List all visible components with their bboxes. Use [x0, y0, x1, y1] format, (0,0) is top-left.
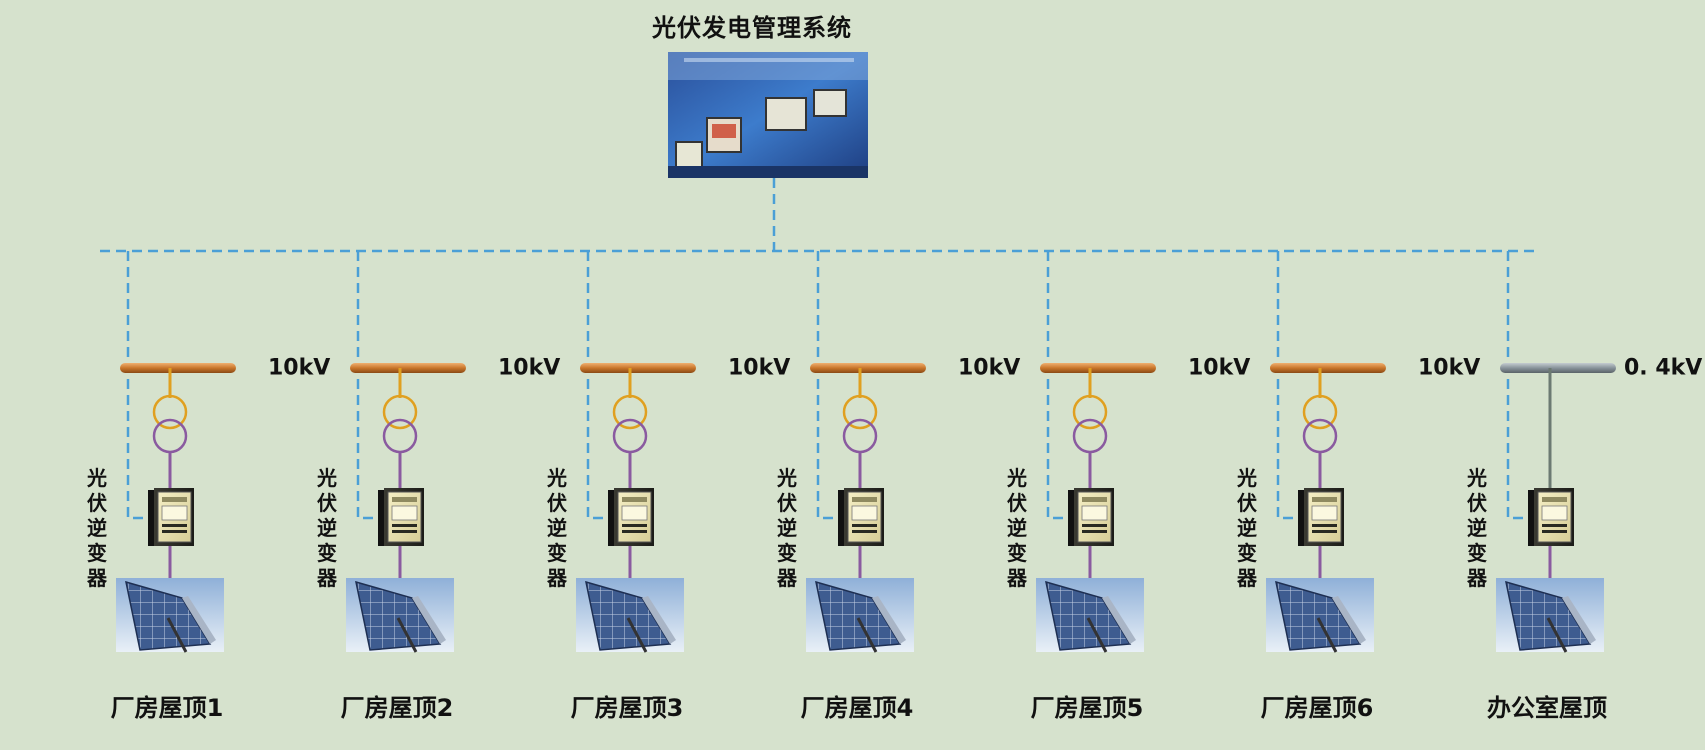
inverter-icon: [1298, 488, 1344, 546]
voltage-label: 10kV: [1418, 356, 1480, 381]
inverter-label-char: 器: [82, 566, 112, 591]
solar-panel-icon: [116, 578, 224, 652]
branch-2: [346, 251, 466, 652]
hv-bus-bar: [120, 363, 236, 373]
inverter-label-char: 变: [1002, 541, 1032, 566]
inverter-label: 光伏逆变器: [542, 466, 572, 591]
voltage-label: 10kV: [498, 356, 560, 381]
inverter-label-char: 变: [82, 541, 112, 566]
inverter-label-char: 逆: [82, 516, 112, 541]
inverter-icon: [1528, 488, 1574, 546]
inverter-label-char: 光: [82, 466, 112, 491]
inverter-icon: [838, 488, 884, 546]
roof-label: 厂房屋顶2: [341, 688, 454, 723]
branch-3: [576, 251, 696, 652]
inverter-label-char: 光: [1002, 466, 1032, 491]
inverter-label-char: 器: [772, 566, 802, 591]
inverter-label-char: 器: [1002, 566, 1032, 591]
inverter-label-char: 光: [1462, 466, 1492, 491]
inverter-label-char: 逆: [1232, 516, 1262, 541]
inverter-label-char: 逆: [1462, 516, 1492, 541]
solar-panel-icon: [346, 578, 454, 652]
inverter-label-char: 器: [542, 566, 572, 591]
comm-drop-line: [1278, 251, 1296, 518]
inverter-label-char: 光: [1232, 466, 1262, 491]
branch-1: [116, 251, 236, 652]
inverter-icon: [608, 488, 654, 546]
solar-panel-icon: [806, 578, 914, 652]
roof-label: 厂房屋顶5: [1031, 688, 1144, 723]
inverter-label-char: 器: [312, 566, 342, 591]
inverter-label-char: 伏: [1002, 491, 1032, 516]
transformer-icon: [384, 420, 416, 452]
inverter-icon: [378, 488, 424, 546]
comm-drop-line: [818, 251, 836, 518]
inverter-label-char: 逆: [1002, 516, 1032, 541]
voltage-label: 10kV: [268, 356, 330, 381]
hv-bus-bar: [580, 363, 696, 373]
roof-label: 厂房屋顶3: [571, 688, 684, 723]
inverter-label-char: 逆: [312, 516, 342, 541]
roof-label: 办公室屋顶: [1487, 688, 1607, 723]
inverter-label-char: 光: [772, 466, 802, 491]
solar-panel-icon: [1036, 578, 1144, 652]
inverter-label-char: 光: [542, 466, 572, 491]
diagram-title: 光伏发电管理系统: [652, 8, 852, 43]
transformer-icon: [1074, 420, 1106, 452]
inverter-icon: [1068, 488, 1114, 546]
inverter-label-char: 变: [1232, 541, 1262, 566]
voltage-label: 10kV: [728, 356, 790, 381]
inverter-label-char: 变: [312, 541, 342, 566]
lv-bus-bar: [1500, 363, 1616, 373]
roof-label: 厂房屋顶1: [111, 688, 224, 723]
inverter-label: 光伏逆变器: [772, 466, 802, 591]
inverter-label-char: 伏: [542, 491, 572, 516]
roof-label: 厂房屋顶6: [1261, 688, 1374, 723]
transformer-icon: [614, 420, 646, 452]
comm-drop-line: [358, 251, 376, 518]
hv-bus-bar: [1040, 363, 1156, 373]
inverter-label-char: 伏: [82, 491, 112, 516]
voltage-label: 0. 4kV: [1624, 356, 1702, 381]
transformer-icon: [154, 420, 186, 452]
hv-bus-bar: [350, 363, 466, 373]
inverter-label-char: 伏: [772, 491, 802, 516]
hv-bus-bar: [1270, 363, 1386, 373]
comm-drop-line: [588, 251, 606, 518]
inverter-label-char: 伏: [312, 491, 342, 516]
inverter-label-char: 光: [312, 466, 342, 491]
inverter-label-char: 伏: [1232, 491, 1262, 516]
inverter-label-char: 变: [542, 541, 572, 566]
monitoring-system-image: [668, 52, 868, 178]
comm-drop-line: [1048, 251, 1066, 518]
inverter-label-char: 逆: [772, 516, 802, 541]
transformer-icon: [844, 420, 876, 452]
inverter-label-char: 逆: [542, 516, 572, 541]
branch-4: [806, 251, 926, 652]
inverter-label-char: 伏: [1462, 491, 1492, 516]
voltage-label: 10kV: [1188, 356, 1250, 381]
roof-label: 厂房屋顶4: [801, 688, 914, 723]
branch-6: [1266, 251, 1386, 652]
solar-panel-icon: [576, 578, 684, 652]
inverter-label: 光伏逆变器: [82, 466, 112, 591]
branch-7: [1496, 251, 1616, 652]
inverter-label: 光伏逆变器: [312, 466, 342, 591]
voltage-label: 10kV: [958, 356, 1020, 381]
inverter-icon: [148, 488, 194, 546]
comm-drop-line: [1508, 251, 1526, 518]
hv-bus-bar: [810, 363, 926, 373]
comm-drop-line: [128, 251, 146, 518]
inverter-label-char: 器: [1232, 566, 1262, 591]
inverter-label: 光伏逆变器: [1462, 466, 1492, 591]
solar-panel-icon: [1266, 578, 1374, 652]
transformer-icon: [1304, 420, 1336, 452]
inverter-label: 光伏逆变器: [1002, 466, 1032, 591]
inverter-label-char: 器: [1462, 566, 1492, 591]
inverter-label-char: 变: [772, 541, 802, 566]
branch-5: [1036, 251, 1156, 652]
solar-panel-icon: [1496, 578, 1604, 652]
inverter-label-char: 变: [1462, 541, 1492, 566]
inverter-label: 光伏逆变器: [1232, 466, 1262, 591]
